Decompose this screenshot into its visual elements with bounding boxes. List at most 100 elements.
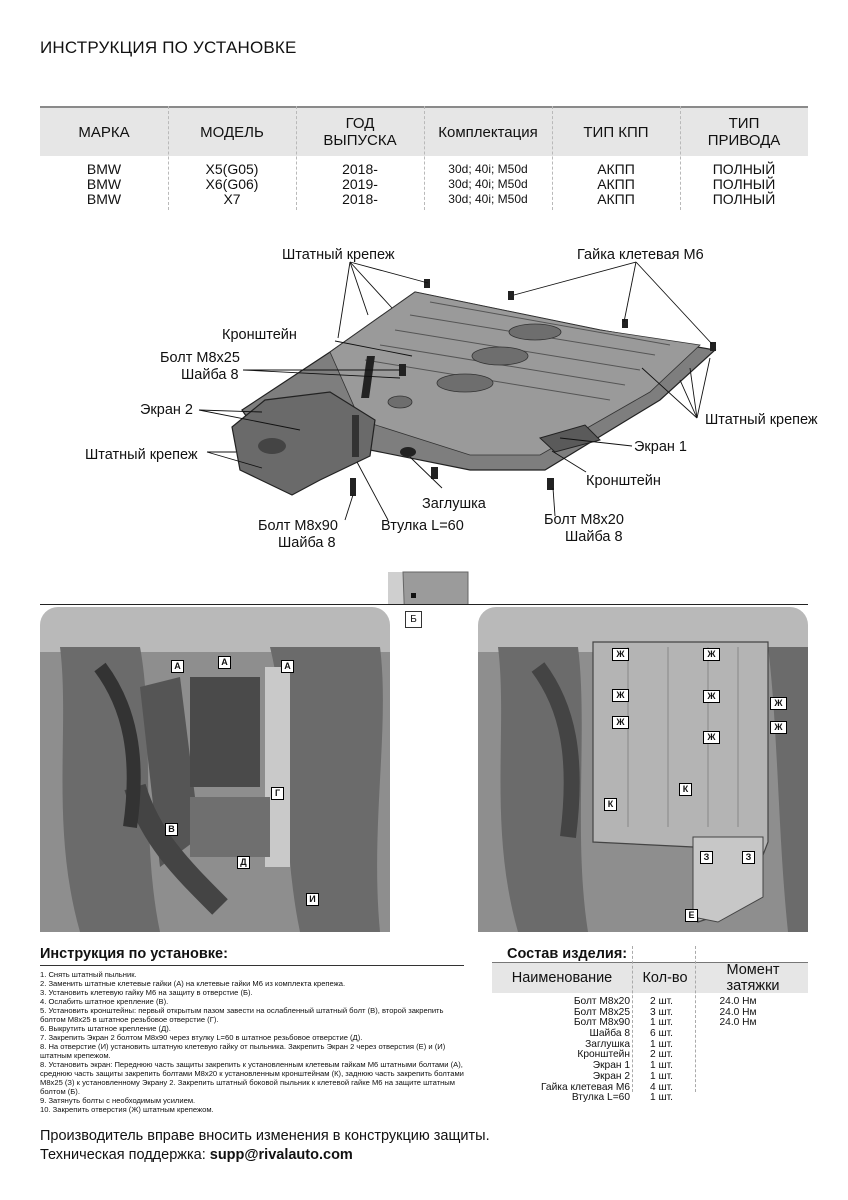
- cell-torque: [693, 1093, 783, 1104]
- cell-torque: [693, 1083, 783, 1094]
- callout-shaiba-c: Шайба 8: [278, 535, 336, 551]
- callout-zaglushka: Заглушка: [422, 496, 487, 512]
- header-marka: МАРКА: [78, 123, 130, 141]
- column-separator: [632, 946, 633, 1092]
- column-separator: [168, 106, 169, 210]
- marker-a: А: [171, 660, 184, 673]
- spec-table: МАРКА МОДЕЛЬ ГОД ВЫПУСКА Комплектация ТИ…: [40, 106, 808, 210]
- composition-title: Состав изделия:: [507, 946, 628, 962]
- cell-name: Болт М8х90: [573, 1017, 630, 1029]
- instruction-step: 2. Заменить штатные клетевые гайки (А) н…: [40, 979, 346, 988]
- cell-torque: 24.0 Нм: [719, 1006, 757, 1018]
- column-separator: [552, 106, 553, 210]
- callout-kronshtein-left: Кронштейн: [222, 327, 297, 343]
- marker-k: К: [604, 798, 617, 811]
- instruction-step: 3. Установить клетевую гайку М6 на защит…: [40, 988, 253, 997]
- spec-table-body: BMW BMW BMW X5(G05) X6(G06) X7 2018- 201…: [40, 156, 808, 207]
- cell: 2018-: [342, 161, 378, 177]
- marker-v: В: [165, 823, 178, 836]
- support-email: supp@rivalauto.com: [209, 1147, 353, 1163]
- header-model: МОДЕЛЬ: [200, 123, 264, 141]
- instruction-step: 7. Закрепить Экран 2 болтом М8х90 через …: [40, 1033, 363, 1042]
- col-gearbox: АКПП АКПП АКПП: [552, 162, 680, 207]
- instruction-step: 8. Установить экран: Переднюю часть защи…: [40, 1060, 464, 1096]
- col-equipment: 30d; 40i; M50d 30d; 40i; M50d 30d; 40i; …: [424, 162, 552, 207]
- cell-qty: 1 шт.: [649, 1060, 674, 1072]
- cell-name: Экран 2: [592, 1070, 630, 1082]
- col-marka: BMW BMW BMW: [40, 162, 168, 207]
- marker-k: К: [679, 783, 692, 796]
- cell: BMW: [86, 191, 122, 207]
- header-year: ГОД ВЫПУСКА: [323, 115, 397, 149]
- marker-zh: Ж: [770, 721, 787, 734]
- cell: ПОЛНЫЙ: [712, 191, 776, 207]
- cell: АКПП: [597, 176, 635, 192]
- instruction-step: 9. Затянуть болты с необходимым усилием.: [40, 1096, 196, 1105]
- cell-name: Втулка L=60: [571, 1092, 630, 1104]
- marker-e: Е: [685, 909, 698, 922]
- divider-line: [40, 604, 808, 605]
- callout-kronshtein-right: Кронштейн: [586, 473, 661, 489]
- cell: 2019-: [342, 176, 378, 192]
- header-gearbox: ТИП КПП: [583, 123, 649, 141]
- composition-row: Гайка клетевая М6 4 шт.: [492, 1081, 808, 1094]
- support-label: Техническая поддержка:: [40, 1147, 210, 1163]
- cell: АКПП: [597, 191, 635, 207]
- cell-torque: 24.0 Нм: [719, 1017, 757, 1029]
- col-model: X5(G05) X6(G06) X7: [168, 162, 296, 207]
- cell-name: Болт М8х25: [573, 1006, 630, 1018]
- header-torque: Момент затяжки: [726, 962, 780, 994]
- instructions-list: 1. Снять штатный пыльник. 2. Заменить шт…: [40, 970, 470, 1114]
- marker-i: И: [306, 893, 319, 906]
- callout-bolt-m8x90: Болт М8х90: [258, 518, 338, 534]
- callout-shaiba-b: Шайба 8: [565, 529, 623, 545]
- cell-qty: 6 шт.: [649, 1028, 674, 1040]
- cell-qty: 1 шт.: [649, 1038, 674, 1050]
- cell-torque: [693, 1072, 783, 1083]
- cell: АКПП: [597, 161, 635, 177]
- cell-torque: [693, 1061, 783, 1072]
- cell: ПОЛНЫЙ: [712, 161, 776, 177]
- callout-bolt-m8x25: Болт М8х25: [160, 350, 240, 366]
- cell-name: Заглушка: [585, 1038, 630, 1050]
- cell-torque: [693, 1050, 783, 1061]
- cell: BMW: [86, 176, 122, 192]
- callout-gaika: Гайка клетевая М6: [577, 247, 704, 263]
- callout-ekran-1: Экран 1: [634, 439, 687, 455]
- cell: X5(G05): [205, 161, 259, 177]
- marker-zh: Ж: [703, 731, 720, 744]
- cell-torque: [693, 1029, 783, 1040]
- cell: X7: [223, 191, 241, 207]
- marker-zh: Ж: [703, 648, 720, 661]
- callout-shaiba-a: Шайба 8: [181, 367, 239, 383]
- callout-vtulka: Втулка L=60: [381, 518, 464, 534]
- cell-qty: 2 шт.: [649, 996, 674, 1007]
- cell: BMW: [86, 161, 122, 177]
- marker-zh: Ж: [703, 690, 720, 703]
- composition-row: Болт М8х25 3 шт. 24.0 Нм: [492, 1006, 808, 1019]
- composition-row: Шайба 8 6 шт.: [492, 1028, 808, 1040]
- col-drive: ПОЛНЫЙ ПОЛНЫЙ ПОЛНЫЙ: [680, 162, 808, 207]
- instruction-step: 8. На отверстие (И) установить штатную к…: [40, 1042, 446, 1060]
- marker-d: Д: [237, 856, 250, 869]
- header-qty: Кол-во: [642, 970, 688, 986]
- inset-b: [388, 571, 469, 605]
- column-separator: [424, 106, 425, 210]
- cell-qty: 3 шт.: [649, 1006, 674, 1018]
- callout-shtatny-left: Штатный крепеж: [85, 447, 198, 463]
- cell-name: Гайка клетевая М6: [540, 1081, 630, 1093]
- cell-qty: 4 шт.: [649, 1081, 674, 1093]
- cell: X6(G06): [205, 176, 259, 192]
- cell-qty: 1 шт.: [649, 1070, 674, 1082]
- marker-zh: Ж: [612, 689, 629, 702]
- exploded-diagram: Штатный крепеж Гайка клетевая М6 Кронште…: [85, 247, 818, 605]
- cell-name: Кронштейн: [577, 1049, 630, 1061]
- cell: 2018-: [342, 191, 378, 207]
- inset-b-label: Б: [405, 611, 422, 628]
- composition-table: Наименование Кол-во Момент затяжки Болт …: [492, 946, 808, 1104]
- col-year: 2018- 2019- 2018-: [296, 162, 424, 207]
- cell-name: Шайба 8: [589, 1028, 630, 1040]
